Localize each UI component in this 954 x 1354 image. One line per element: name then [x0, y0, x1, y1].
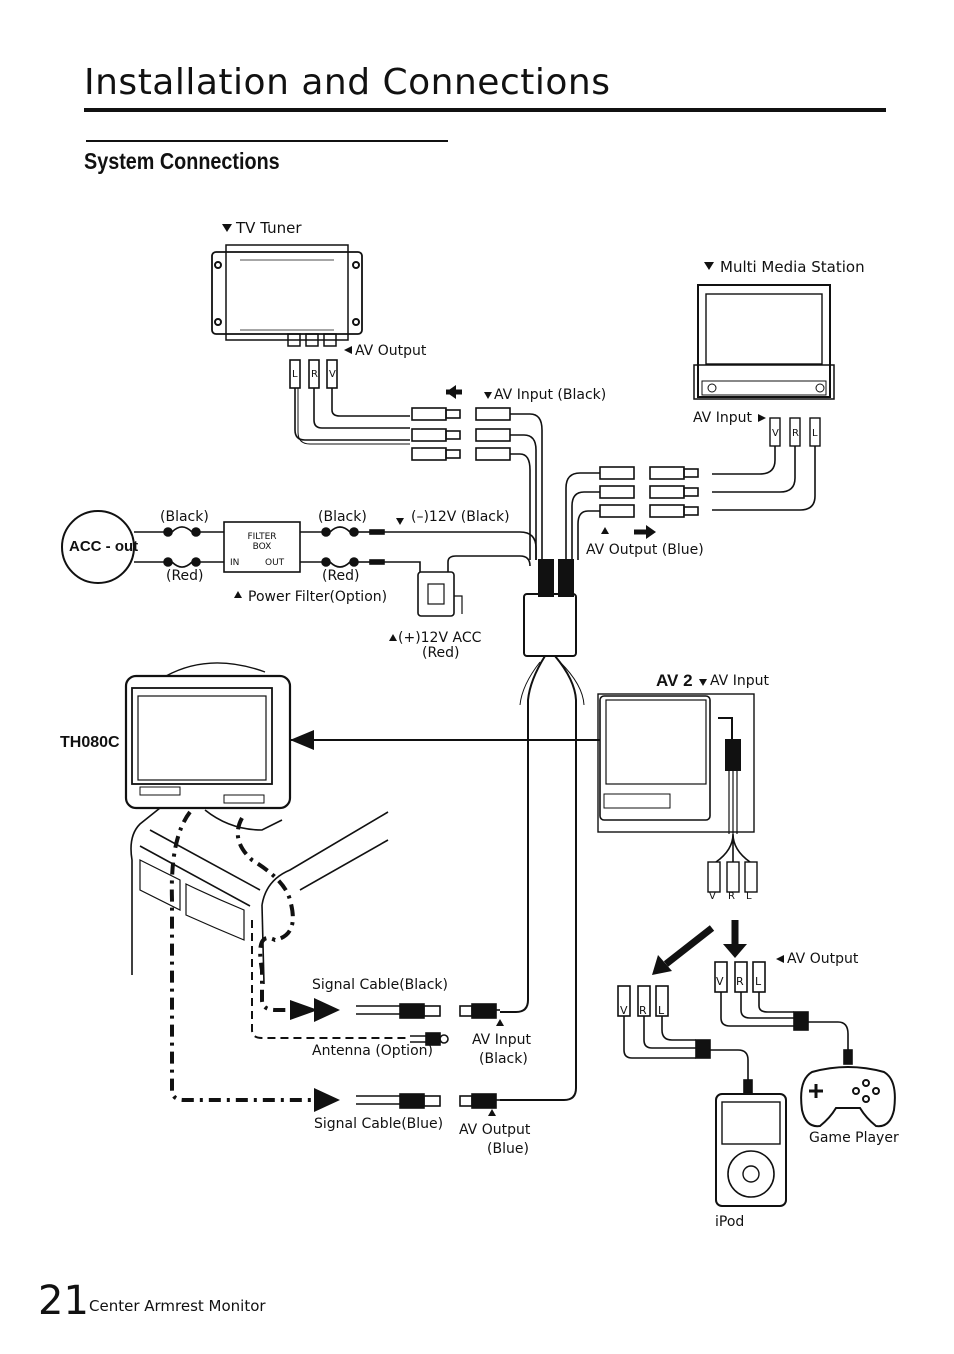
av2-rca-l: L	[746, 891, 752, 902]
ipod-device	[715, 1093, 787, 1207]
red-wire-label-1: (Red)	[166, 568, 204, 584]
footer-product-name: Center Armrest Monitor	[89, 1297, 266, 1315]
positive-12v-red-label: (Red)	[422, 645, 460, 661]
filter-box-label: FILTER BOX	[247, 532, 277, 552]
positive-12v-acc-label: (+)12V ACC	[398, 630, 482, 646]
page-number: 21	[38, 1278, 89, 1324]
acc-out-label: ACC - out	[69, 538, 139, 555]
ipod-rca-r: R	[639, 1004, 647, 1017]
label-markers	[222, 224, 784, 1116]
av2-rca-v: V	[709, 891, 716, 902]
armrest-structure	[130, 807, 389, 985]
game-rca-r: R	[736, 975, 744, 988]
antenna-cable	[410, 1032, 449, 1046]
game-player-label: Game Player	[809, 1130, 899, 1146]
av-output-blue2-color: (Blue)	[487, 1141, 529, 1157]
av2-inset	[597, 693, 758, 893]
signal-cable-blue-label: Signal Cable(Blue)	[314, 1116, 444, 1132]
game-rca-l: L	[755, 975, 762, 988]
mms-rca-l: L	[812, 428, 818, 439]
antenna-routing	[251, 920, 410, 1039]
subtitle-rule	[86, 140, 448, 142]
th080c-monitor	[124, 662, 600, 810]
multi-media-station	[693, 284, 835, 447]
black-wire-label-2: (Black)	[318, 509, 367, 525]
filter-out-label: OUT	[265, 558, 285, 568]
av-input-black2-label: AV Input	[472, 1032, 531, 1048]
signal-cable-blue	[356, 1093, 500, 1109]
tuner-rca-v: V	[329, 369, 336, 380]
tuner-rca-r: R	[311, 369, 318, 380]
section-title: System Connections	[84, 148, 280, 174]
tuner-rca-l: L	[292, 369, 298, 380]
mms-rca-r: R	[792, 428, 799, 439]
tv-tuner-label: TV Tuner	[236, 219, 302, 237]
av-input-black-plugs	[411, 385, 543, 560]
signal-cable-black	[356, 1003, 500, 1019]
av-output-game-label: AV Output	[787, 951, 859, 967]
av-output-tuner-label: AV Output	[355, 343, 427, 359]
av2-rca-r: R	[728, 891, 735, 902]
black-wire-label-1: (Black)	[160, 509, 209, 525]
red-wire-label-2: (Red)	[322, 568, 360, 584]
av2-input-label: AV Input	[710, 673, 769, 689]
av-input-black2-color: (Black)	[479, 1051, 528, 1067]
filter-in-label: IN	[230, 558, 240, 568]
ipod-rca-v: V	[620, 1004, 628, 1017]
av-input-mms-label: AV Input	[693, 410, 752, 426]
monitor-cable-routing	[169, 810, 318, 1102]
th080c-label: TH080C	[60, 734, 120, 751]
title-rule	[84, 108, 886, 112]
power-wiring	[61, 510, 537, 617]
multi-media-station-label: Multi Media Station	[720, 258, 865, 276]
cable-hub	[500, 559, 585, 1101]
game-controller	[800, 1066, 896, 1128]
game-cables	[714, 961, 853, 1065]
av-output-blue-label: AV Output (Blue)	[586, 542, 704, 558]
av-output-blue2-label: AV Output	[459, 1122, 531, 1138]
ipod-rca-l: L	[658, 1004, 665, 1017]
ipod-cables	[617, 985, 753, 1095]
tuner-rca-plugs	[289, 359, 410, 445]
mms-rca-v: V	[772, 428, 779, 439]
tv-tuner-device	[211, 244, 363, 347]
mms-cables	[565, 446, 816, 560]
signal-cable-black-label: Signal Cable(Black)	[312, 977, 449, 993]
game-rca-v: V	[716, 975, 724, 988]
page-title: Installation and Connections	[84, 62, 611, 103]
av-input-black-label: AV Input (Black)	[494, 387, 607, 403]
negative-12v-label: (–)12V (Black)	[411, 509, 510, 525]
power-filter-label: Power Filter(Option)	[248, 589, 388, 605]
av2-label: AV 2	[656, 671, 693, 690]
antenna-label: Antenna (Option)	[312, 1043, 433, 1059]
ipod-label: iPod	[715, 1214, 745, 1230]
